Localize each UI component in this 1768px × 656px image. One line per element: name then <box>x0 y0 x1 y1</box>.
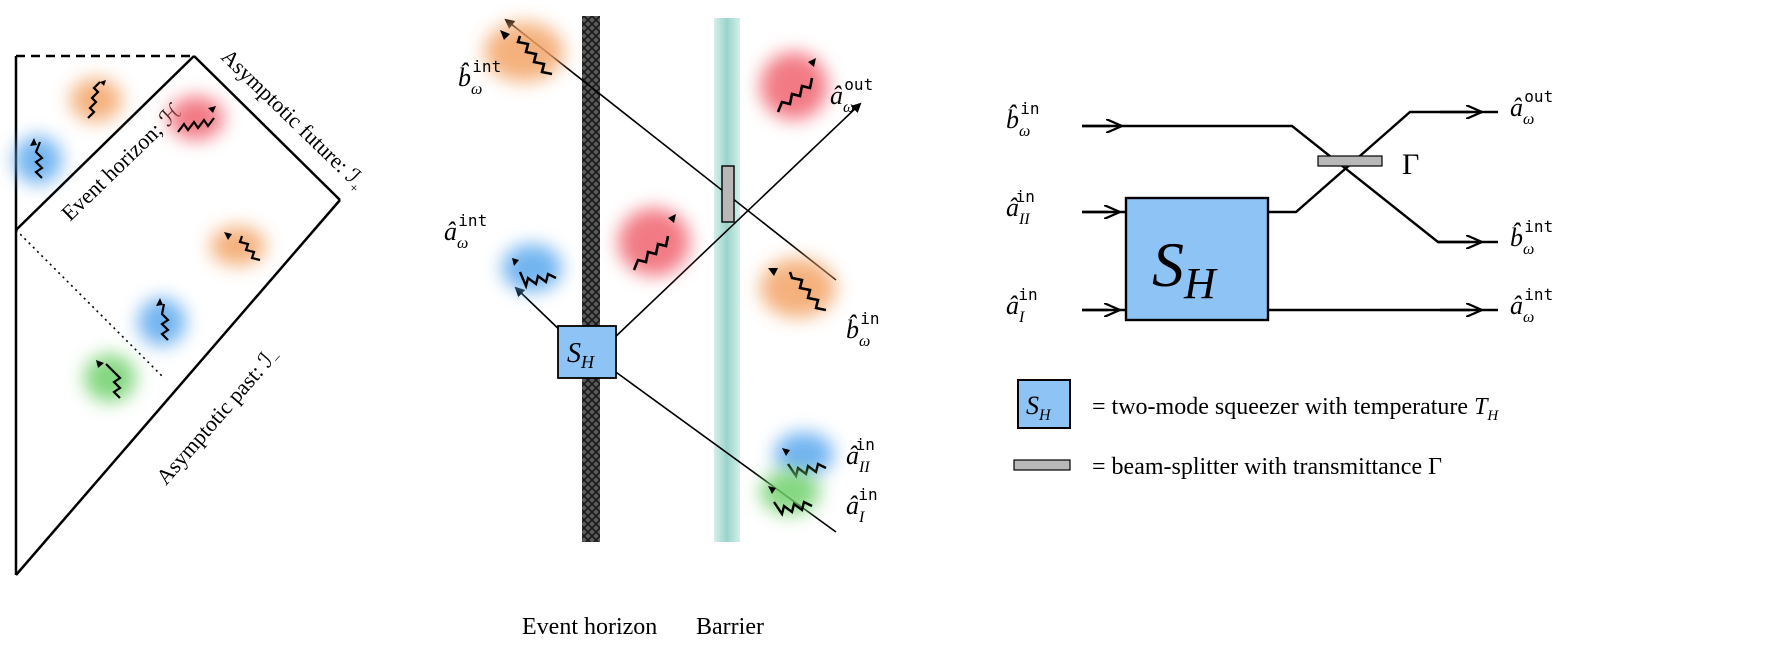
red-photon-icon-3 <box>618 208 690 276</box>
label-b-int-middle: b̂ωint <box>458 57 501 98</box>
dotted-line <box>15 229 163 377</box>
green-photon-icon-2 <box>760 470 820 517</box>
outgoing-mode-line <box>611 102 862 341</box>
orange-photon-icon-4 <box>760 258 836 318</box>
squeezer-label-middle: SH <box>567 338 595 372</box>
beam-splitter-right <box>1317 155 1383 167</box>
label-b-in-middle: b̂ωin <box>846 309 880 350</box>
squeezer-label-right: SH <box>1152 229 1218 308</box>
blue-photon-icon-3 <box>502 244 562 292</box>
legend-squeezer-swatch-label: SH <box>1026 391 1052 424</box>
label-a-I-in-right: âIin <box>1006 285 1038 326</box>
event-horizon-caption: Event horizon <box>522 614 657 640</box>
penrose-diagram: Event horizon; ℋ Asymptotic future: ℐ+ A… <box>14 44 371 576</box>
past-null-line <box>15 199 341 576</box>
orange-photon-icon-2 <box>210 226 266 266</box>
squeezer-box-middle <box>557 325 617 379</box>
blue-photon-icon-4 <box>774 432 834 479</box>
label-a-int-middle: âωint <box>444 211 487 252</box>
label-a-I-in-middle: âIin <box>846 485 878 526</box>
label-b-int-right: b̂ωint <box>1510 217 1553 258</box>
beam-splitter-middle <box>721 165 735 223</box>
future-null-line <box>193 55 341 201</box>
label-a-II-in-middle: âIIin <box>846 435 875 476</box>
event-horizon-wall <box>582 16 600 542</box>
asymptotic-past-label: Asymptotic past: ℐ− <box>151 342 287 492</box>
blue-photon-icon-2 <box>138 298 186 346</box>
blue-photon-icon <box>14 136 62 184</box>
legend: SH = two-mode squeezer with temperature … <box>1013 379 1499 480</box>
label-a-int-right: âωint <box>1510 285 1553 326</box>
event-horizon-label: Event horizon; ℋ <box>56 98 187 225</box>
horizon-line <box>15 55 195 231</box>
label-a-out-right: âωout <box>1510 87 1553 128</box>
legend-beamsplitter-swatch <box>1013 459 1071 471</box>
circuit-diagram: Γ SH b̂ωin âIIin âIin âωout b̂ωint â… <box>1006 87 1553 480</box>
label-a-out-middle: âωout <box>830 75 873 116</box>
squeezer-box-right <box>1124 196 1270 322</box>
barrier-caption: Barrier <box>696 614 764 640</box>
green-photon-icon <box>84 354 136 402</box>
red-photon-icon-2 <box>760 52 828 120</box>
horizon-barrier-diagram: SH <box>444 16 880 640</box>
label-a-II-in-right: âIIin <box>1006 187 1035 228</box>
red-photon-icon <box>168 96 224 140</box>
legend-squeezer-swatch <box>1017 379 1071 429</box>
asymptotic-future-label: Asymptotic future: ℐ+ <box>214 44 371 197</box>
gamma-label: Γ <box>1402 148 1419 181</box>
legend-squeezer-text: = two-mode squeezer with temperature TH <box>1092 394 1499 424</box>
orange-photon-icon-3 <box>484 22 564 82</box>
legend-beamsplitter-text: = beam-splitter with transmittance Γ <box>1092 454 1442 480</box>
barrier-wall <box>714 18 740 542</box>
orange-photon-icon <box>70 78 122 122</box>
label-b-in-right: b̂ωin <box>1006 99 1040 140</box>
